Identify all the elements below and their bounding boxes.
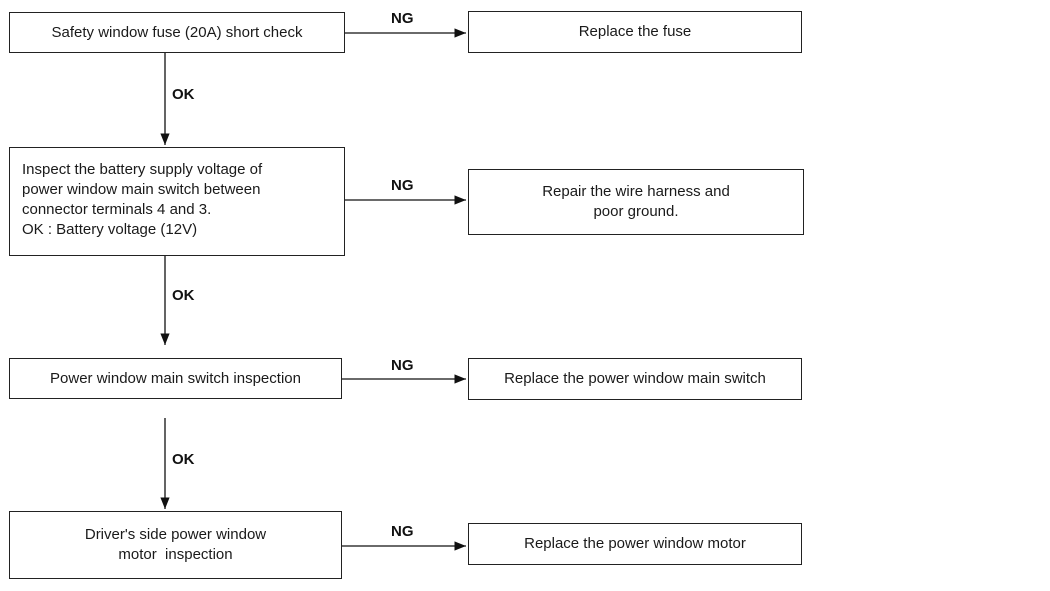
check-text: Inspect the battery supply voltage of bbox=[22, 161, 263, 178]
action-text: Replace the power window main switch bbox=[504, 370, 766, 387]
action-text: poor ground. bbox=[593, 203, 679, 220]
check-text: Safety window fuse (20A) short check bbox=[51, 23, 303, 41]
ng-label: NG bbox=[391, 357, 414, 374]
check-text: motor inspection bbox=[118, 546, 233, 563]
check-box-fuse: Safety window fuse (20A) short check bbox=[9, 12, 345, 53]
check-box-battery-voltage: Inspect the battery supply voltage of po… bbox=[9, 147, 345, 256]
ng-label: NG bbox=[391, 177, 414, 194]
check-box-main-switch: Power window main switch inspection bbox=[9, 358, 342, 399]
action-box-repair-harness: Repair the wire harness and poor ground. bbox=[468, 169, 804, 235]
action-box-replace-main-switch: Replace the power window main switch bbox=[468, 358, 802, 400]
ng-label: NG bbox=[391, 10, 414, 27]
ok-label: OK bbox=[172, 451, 195, 468]
check-text: connector terminals 4 and 3. bbox=[22, 201, 212, 218]
ok-label: OK bbox=[172, 287, 195, 304]
check-box-window-motor: Driver's side power window motor inspect… bbox=[9, 511, 342, 579]
action-text: Repair the wire harness and bbox=[542, 183, 730, 200]
check-text: power window main switch between bbox=[22, 181, 261, 198]
check-text: Driver's side power window bbox=[84, 526, 267, 543]
action-text: Replace the fuse bbox=[578, 23, 692, 40]
ng-label: NG bbox=[391, 523, 414, 540]
action-box-replace-fuse: Replace the fuse bbox=[468, 11, 802, 53]
check-text: OK : Battery voltage (12V) bbox=[22, 221, 198, 238]
action-box-replace-motor: Replace the power window motor bbox=[468, 523, 802, 565]
ok-label: OK bbox=[172, 86, 195, 103]
check-text: Power window main switch inspection bbox=[50, 369, 301, 387]
action-text: Replace the power window motor bbox=[524, 535, 746, 552]
